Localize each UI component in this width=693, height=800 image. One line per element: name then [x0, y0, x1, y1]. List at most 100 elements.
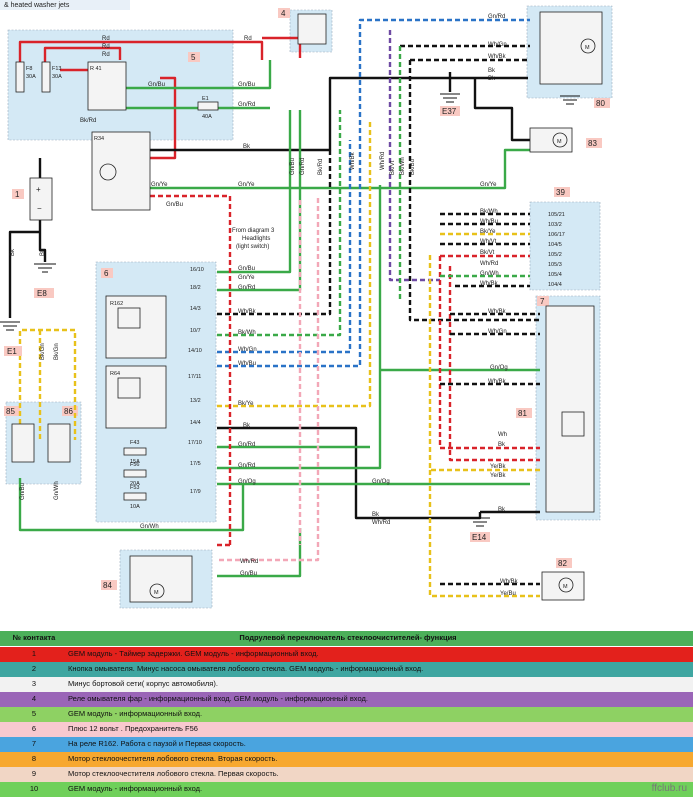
- wire-label: Wh/Bk: [488, 54, 507, 60]
- table-row-num: 5: [31, 709, 37, 718]
- pin-label: 105/2: [548, 252, 562, 258]
- wire-label: Wh/Bk: [350, 151, 356, 170]
- table-row-num: 6: [31, 724, 37, 733]
- wire-label: Ye/Bk: [490, 464, 506, 470]
- relay-r162-label: R162: [110, 301, 123, 307]
- pin-label: 103/2: [548, 222, 562, 228]
- ground-e14-label: E14: [472, 533, 487, 542]
- wire-label: Wh/Bk: [488, 309, 507, 315]
- wire-label: Wh/Rd: [480, 261, 498, 267]
- ground-e8: E8: [34, 263, 56, 298]
- wire-label: Gn/Bu: [290, 158, 296, 175]
- pump-85: [11, 423, 35, 463]
- svg-text:−: −: [37, 204, 42, 213]
- wire-label: Bk: [372, 512, 380, 518]
- wire-label: Rd: [102, 36, 110, 42]
- fuse-f43: [123, 447, 147, 456]
- wire-label: Wh/Rd: [380, 152, 386, 170]
- fuse-f56: [123, 469, 147, 478]
- header-caption: & heated washer jets: [4, 2, 70, 9]
- table-header-title: Подрулевой переключатель стеклоочистител…: [239, 633, 457, 642]
- wire-label: Bk/Ye: [238, 401, 254, 407]
- watermark: ffclub.ru: [651, 783, 687, 794]
- wire-label: Ye/Bk: [490, 473, 506, 479]
- battery: [29, 177, 53, 221]
- tag-1: 1: [15, 190, 20, 199]
- table-row-num: 10: [29, 784, 39, 793]
- wire-label: Bk: [10, 248, 16, 256]
- wire-label: Bk/Wh: [480, 209, 498, 215]
- function-table: № контакта Подрулевой переключатель стек…: [0, 628, 693, 800]
- pin-label: 17/9: [190, 489, 201, 495]
- component-tags: 5 4 80 83 1 39 6 7 81 82 84 85 86: [4, 8, 610, 590]
- fuse-f53-label: F53: [130, 485, 139, 491]
- wire-label: Bk: [243, 423, 251, 429]
- table-row-desc: GEM модуль - информационный вход.: [68, 784, 203, 793]
- fuse-f13-label: F13: [52, 66, 61, 72]
- component-graphics: F8 30A F13 30A R 41 E1 40A R34 + − M M R…: [11, 11, 603, 603]
- wire-label: Gn/Rd: [238, 442, 255, 448]
- pin-label: 14/4: [190, 420, 201, 426]
- wire-label: Gn/Bu: [238, 266, 255, 272]
- motor-icon: [149, 583, 165, 599]
- table-row-desc: Мотор стеклоочестителя лобового стекла. …: [68, 769, 279, 778]
- wire-label: Rd: [244, 36, 252, 42]
- wire-label: Bk/Bu: [410, 159, 416, 175]
- table-row-num: 2: [31, 664, 37, 673]
- wire-label: Bk/Gn: [40, 343, 46, 360]
- table-row-desc: Реле омывателя фар - информационный вход…: [68, 694, 368, 703]
- fuse-f53-amp: 10A: [130, 504, 140, 510]
- fuse-f8-label: F8: [26, 66, 32, 72]
- wire-label: Wh/Bk: [500, 579, 519, 585]
- tag-86: 86: [64, 407, 73, 416]
- relay-r41-label: R 41: [90, 66, 102, 72]
- wire-label: Gn/Rd: [300, 158, 306, 175]
- wire-label: Bk/Gn: [54, 343, 60, 360]
- wiring-diagram: & heated washer jets 5 4 80 83 1 39 6 7 …: [0, 0, 613, 609]
- switch-4: [297, 13, 327, 45]
- table-header-num: № контакта: [12, 633, 56, 642]
- motor-83: [529, 127, 573, 153]
- svg-text:M: M: [154, 590, 159, 596]
- fuse-f8: [15, 61, 25, 93]
- motor-icon: [558, 577, 574, 593]
- fuse-f56-label: F56: [130, 462, 139, 468]
- wire-label: Wh/Bu: [238, 361, 256, 367]
- wire-label: Wh/Bu: [480, 219, 498, 225]
- note-line-2: Headlights: [242, 236, 270, 242]
- svg-text:M: M: [563, 584, 568, 590]
- box6-pins: 16/10 18/2 14/3 10/7 14/10 17/11 13/2 14…: [188, 267, 204, 495]
- wire-label: Wh/Gn: [488, 329, 507, 335]
- wire-label: Gn/Bu: [148, 82, 165, 88]
- wiper-switch-7: [545, 305, 595, 513]
- ground-e37: E37: [440, 93, 460, 116]
- wire-label: Gn/Og: [238, 479, 256, 485]
- tag-85: 85: [6, 407, 15, 416]
- note-line-1: From diagram 3: [232, 228, 275, 234]
- tag-84: 84: [103, 581, 112, 590]
- wire-label: Wh/Bk: [238, 309, 257, 315]
- note-line-3: (light switch): [236, 244, 269, 250]
- table-row-desc: GEM модуль - информационный вход.: [68, 709, 203, 718]
- wire-label: Gn/Ye: [238, 275, 255, 281]
- pin-label: 14/3: [190, 306, 201, 312]
- fuse-f43-amp: 15A: [130, 459, 140, 465]
- tag-6: 6: [104, 269, 109, 278]
- pin-label: 14/10: [188, 348, 202, 354]
- wire-label: Wh: [498, 432, 507, 438]
- pin-label: 17/5: [190, 461, 201, 467]
- wire-label: Wh/Gn: [238, 347, 257, 353]
- ground-80: [560, 95, 580, 105]
- motor-icon: [552, 132, 568, 148]
- wires: [8, 18, 540, 598]
- wire-label: Gn/Bu: [238, 82, 255, 88]
- pin-label: 105/4: [548, 272, 562, 278]
- fuse-f53: [123, 492, 147, 501]
- wire-label: Bk: [40, 248, 46, 256]
- relay-r34-label: R34: [94, 136, 104, 142]
